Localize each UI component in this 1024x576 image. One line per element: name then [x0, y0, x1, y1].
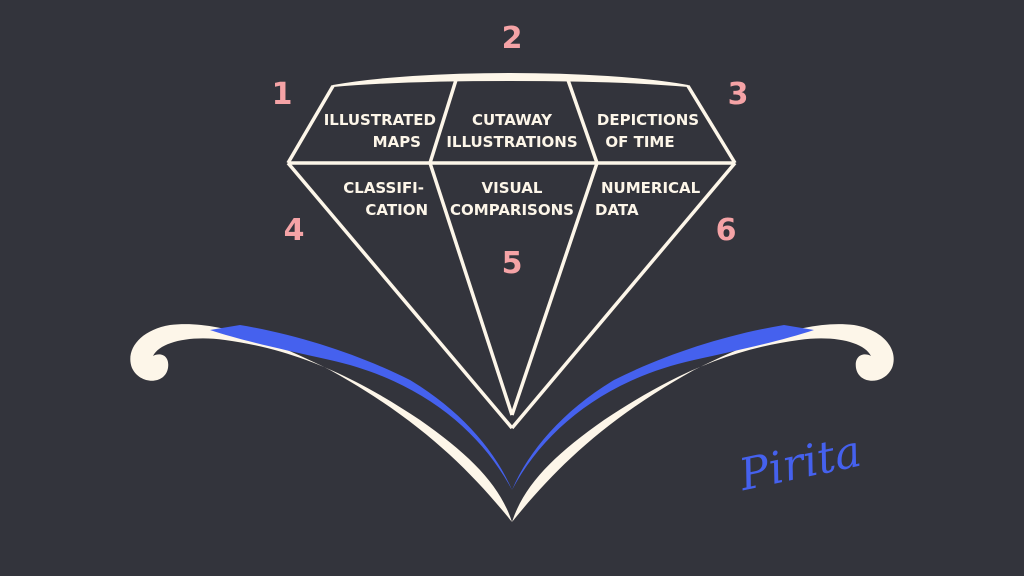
gem-crown-right: [686, 85, 737, 164]
crown-divider-left: [428, 79, 458, 164]
facet-label-1b: MAPS: [373, 133, 421, 151]
gem-outline: [286, 73, 737, 430]
facet-number-2: 2: [502, 21, 523, 56]
book-illustration: [130, 324, 894, 522]
pavilion-divider-right: [510, 162, 599, 416]
pirita-logo: Pirita: [734, 426, 866, 502]
gem-crown-left: [286, 85, 335, 164]
facet-label-4b: CATION: [365, 201, 428, 219]
facet-label-3b: OF TIME: [605, 133, 674, 151]
facet-label-5a: VISUAL: [482, 179, 543, 197]
facet-label-2b: ILLUSTRATIONS: [446, 133, 577, 151]
facet-label-6b: DATA: [595, 201, 639, 219]
facet-number-1: 1: [272, 77, 293, 112]
facet-number-3: 3: [728, 77, 749, 112]
facet-label-5b: COMPARISONS: [450, 201, 574, 219]
facet-number-4: 4: [284, 213, 305, 248]
right-page-cream: [512, 324, 894, 522]
facet-label-4a: CLASSIFI-: [343, 179, 424, 197]
facet-number-5: 5: [502, 246, 523, 281]
facet-label-2a: CUTAWAY: [472, 111, 553, 129]
pavilion-right: [510, 161, 737, 430]
crown-divider-right: [566, 79, 599, 164]
facet-label-6a: NUMERICAL: [601, 179, 701, 197]
facet-number-6: 6: [716, 213, 737, 248]
pavilion-divider-left: [428, 162, 514, 416]
facet-label-1a: ILLUSTRATED: [324, 111, 436, 129]
gem-crown-top: [332, 73, 689, 87]
facet-label-3a: DEPICTIONS: [597, 111, 699, 129]
left-page-cream: [130, 324, 512, 522]
pavilion-left: [286, 161, 514, 430]
